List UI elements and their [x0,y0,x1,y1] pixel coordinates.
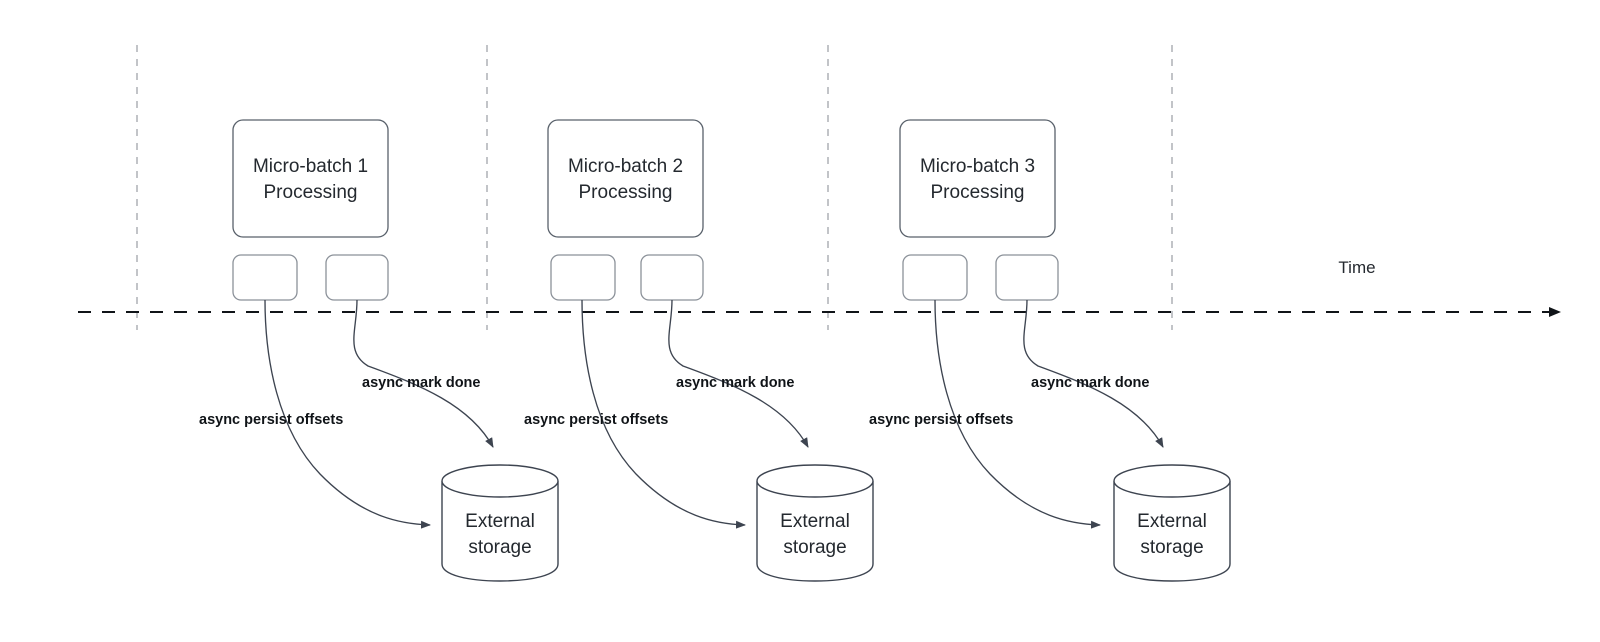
batch-group-3: Micro-batch 3 Processing async persist o… [869,119,1231,582]
batch-group-2: Micro-batch 2 Processing async persist o… [524,119,874,582]
micro-batch-3-label-line2: Processing [931,182,1025,203]
edge-label-persist-offsets-3: async persist offsets [869,412,1013,428]
cylinder-top-1 [441,464,559,498]
edge-mark-done-3 [1023,299,1164,448]
edge-persist-offsets-1 [264,299,431,529]
task-box-offsets-2[interactable] [550,254,616,301]
micro-batch-2-label-line1: Micro-batch 2 [568,156,683,177]
edge-label-persist-offsets-2: async persist offsets [524,412,668,428]
cylinder-top-3 [1113,464,1231,498]
external-storage-label-1-line2: storage [468,537,531,558]
micro-batch-1-box[interactable] [232,119,389,238]
task-box-markdone-1[interactable] [325,254,389,301]
micro-batch-3-box[interactable] [899,119,1056,238]
task-box-markdone-3[interactable] [995,254,1059,301]
external-storage-label-3-line2: storage [1140,537,1203,558]
edge-label-mark-done-3: async mark done [1031,375,1149,391]
cylinder-body-2 [756,481,874,582]
cylinder-body-3 [1113,481,1231,582]
task-box-offsets-1[interactable] [232,254,298,301]
edge-persist-offsets-3 [934,299,1101,529]
time-axis-label: Time [1338,258,1375,277]
cylinder-body-1 [441,481,559,582]
time-axis: Time [78,258,1561,317]
external-storage-label-2-line1: External [780,511,850,532]
edge-label-mark-done-1: async mark done [362,375,480,391]
micro-batch-2-label-line2: Processing [579,182,673,203]
boundary-lines [136,45,1173,330]
external-storage-cylinder-2[interactable]: External storage [756,464,874,582]
micro-batch-1-label-line2: Processing [264,182,358,203]
edge-mark-done-1 [353,299,494,448]
task-box-offsets-3[interactable] [902,254,968,301]
task-box-markdone-2[interactable] [640,254,704,301]
micro-batch-1-label-line1: Micro-batch 1 [253,156,368,177]
cylinder-top-2 [756,464,874,498]
external-storage-cylinder-3[interactable]: External storage [1113,464,1231,582]
edge-label-mark-done-2: async mark done [676,375,794,391]
edge-persist-offsets-2 [581,299,746,529]
micro-batch-2-box[interactable] [547,119,704,238]
batch-group-1: Micro-batch 1 Processing async persist o… [199,119,559,582]
edge-mark-done-2 [668,299,809,448]
edge-label-persist-offsets-1: async persist offsets [199,412,343,428]
external-storage-label-3-line1: External [1137,511,1207,532]
micro-batch-3-label-line1: Micro-batch 3 [920,156,1035,177]
external-storage-label-1-line1: External [465,511,535,532]
external-storage-label-2-line2: storage [783,537,846,558]
external-storage-cylinder-1[interactable]: External storage [441,464,559,582]
